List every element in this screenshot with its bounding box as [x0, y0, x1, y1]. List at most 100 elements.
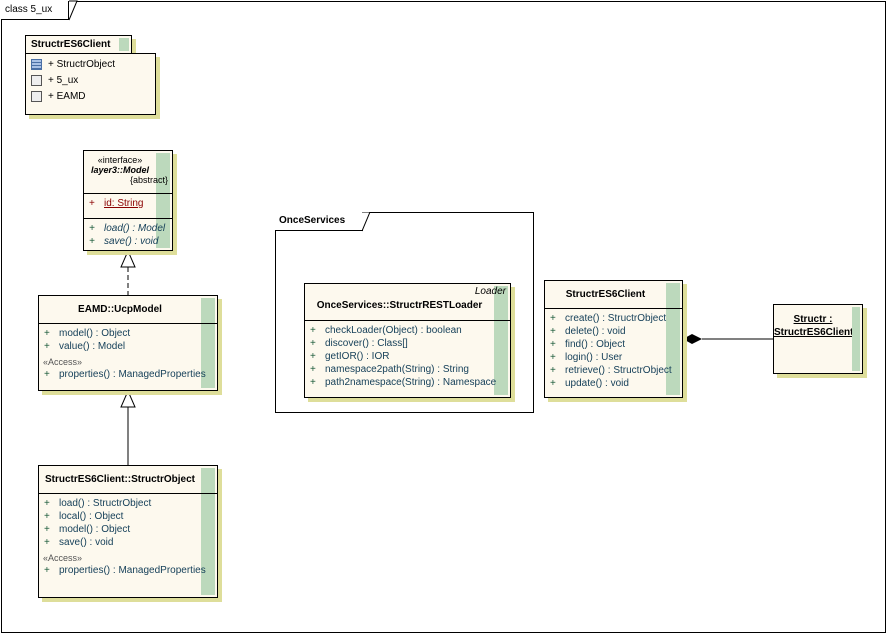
visibility-marker: +: [44, 524, 50, 535]
realization-connector[interactable]: [120, 249, 136, 296]
visibility-marker: +: [550, 378, 556, 389]
member-row[interactable]: + path2namespace(String) : Namespace: [305, 376, 510, 389]
visibility-marker: +: [89, 236, 95, 247]
member-text: local() : Object: [59, 511, 124, 522]
package-tab-corner: [362, 212, 371, 232]
package-item[interactable]: + 5_ux: [26, 74, 155, 90]
package-title: OnceServices: [275, 212, 363, 231]
member-row[interactable]: + id: String: [84, 197, 172, 210]
member-text: delete() : void: [565, 326, 626, 337]
package-widget-tab[interactable]: StructrES6Client: [25, 35, 132, 54]
member-text: properties() : ManagedProperties: [59, 565, 206, 576]
visibility-marker: +: [44, 369, 50, 380]
visibility-marker: +: [550, 352, 556, 363]
composition-connector[interactable]: [683, 334, 774, 344]
diagram-tab-corner: [68, 0, 78, 21]
class-name: EAMD::UcpModel: [39, 296, 217, 324]
member-text: update() : void: [565, 378, 629, 389]
member-row[interactable]: + namespace2path(String) : String: [305, 363, 510, 376]
class-name: StructrES6Client::StructrObject: [39, 466, 217, 494]
member-text: checkLoader(Object) : boolean: [325, 325, 462, 336]
member-row[interactable]: + create() : StructrObject: [545, 312, 682, 325]
stereotype-label: Loader: [474, 286, 506, 297]
member-row[interactable]: + discover() : Class[]: [305, 337, 510, 350]
member-text: properties() : ManagedProperties: [59, 369, 206, 380]
stereotype-label: «interface»: [97, 155, 143, 165]
visibility-marker: +: [89, 223, 95, 234]
package-item[interactable]: + EAMD: [26, 90, 155, 106]
package-icon: [31, 90, 42, 102]
member-text: path2namespace(String) : Namespace: [325, 377, 497, 388]
member-row[interactable]: + local() : Object: [39, 510, 217, 523]
member-row[interactable]: + find() : Object: [545, 338, 682, 351]
class-structr-es6-client[interactable]: StructrES6Client + create() : StructrObje…: [544, 280, 683, 398]
member-text: save() : void: [59, 537, 114, 548]
member-row[interactable]: + checkLoader(Object) : boolean: [305, 324, 510, 337]
member-text: retrieve() : StructrObject: [565, 365, 672, 376]
visibility-marker: +: [310, 377, 316, 388]
diagram-title: class 5_ux: [1, 1, 69, 20]
visibility-marker: +: [89, 198, 95, 209]
class-structr-rest-loader[interactable]: Loader OnceServices::StructrRESTLoader +…: [304, 283, 511, 398]
member-row[interactable]: + save() : void: [39, 536, 217, 549]
member-row[interactable]: + delete() : void: [545, 325, 682, 338]
member-text: id: String: [104, 198, 144, 209]
member-text: namespace2path(String) : String: [325, 364, 469, 375]
visibility-marker: +: [550, 313, 556, 324]
instance-classifier: StructrES6Client: [774, 327, 854, 338]
access-stereotype: «Access»: [43, 357, 83, 367]
member-text: model() : Object: [59, 524, 131, 535]
package-item-label: + 5_ux: [48, 75, 79, 86]
member-row[interactable]: + login() : User: [545, 351, 682, 364]
visibility-marker: +: [44, 565, 50, 576]
member-row[interactable]: + properties() : ManagedProperties: [39, 368, 217, 381]
member-row[interactable]: + retrieve() : StructrObject: [545, 364, 682, 377]
visibility-marker: +: [550, 365, 556, 376]
visibility-marker: +: [310, 364, 316, 375]
visibility-marker: +: [550, 339, 556, 350]
member-row[interactable]: +load() : Model: [84, 222, 172, 235]
access-stereotype: «Access»: [43, 553, 83, 563]
class-icon: [31, 58, 42, 70]
member-row[interactable]: + load() : StructrObject: [39, 497, 217, 510]
member-row[interactable]: + update() : void: [545, 377, 682, 390]
member-text: load() : StructrObject: [59, 498, 152, 509]
class-name: StructrES6Client: [545, 281, 682, 309]
package-item-label: + EAMD: [48, 91, 86, 102]
member-row[interactable]: + save() : void: [84, 235, 172, 248]
object-structr-instance[interactable]: Structr : StructrES6Client: [773, 304, 863, 374]
visibility-marker: +: [44, 341, 50, 352]
visibility-marker: +: [310, 338, 316, 349]
package-item-label: + StructrObject: [48, 59, 115, 70]
visibility-marker: +: [310, 325, 316, 336]
member-row[interactable]: +getIOR() : IOR: [305, 350, 510, 363]
class-structr-object[interactable]: StructrES6Client::StructrObject + load() …: [38, 465, 218, 598]
member-text: find() : Object: [565, 339, 626, 350]
package-widget-body[interactable]: + StructrObject + 5_ux + EAMD: [25, 53, 156, 115]
package-widget-title: StructrES6Client: [31, 39, 111, 50]
member-text: create() : StructrObject: [565, 313, 667, 324]
visibility-marker: +: [44, 328, 50, 339]
visibility-marker: +: [550, 326, 556, 337]
class-layer3-model[interactable]: «interface» layer3::Model {abstract} + id…: [83, 150, 173, 251]
class-ucp-model[interactable]: EAMD::UcpModel +model() : Object+value()…: [38, 295, 218, 391]
member-text: login() : User: [565, 352, 623, 363]
constraint-label: {abstract}: [129, 175, 168, 185]
member-text: discover() : Class[]: [325, 338, 408, 349]
member-row[interactable]: + model() : Object: [39, 523, 217, 536]
member-text: save() : void: [104, 236, 159, 247]
member-text: getIOR() : IOR: [325, 351, 390, 362]
visibility-marker: +: [44, 511, 50, 522]
class-name: OnceServices::StructrRESTLoader: [316, 300, 483, 311]
generalization-connector[interactable]: [120, 389, 136, 466]
member-row[interactable]: + value() : Model: [39, 340, 217, 353]
class-name: layer3::Model: [90, 165, 150, 175]
member-text: value() : Model: [59, 341, 126, 352]
member-row[interactable]: +model() : Object: [39, 327, 217, 340]
instance-name: Structr :: [793, 314, 833, 325]
visibility-marker: +: [44, 537, 50, 548]
member-row[interactable]: + properties() : ManagedProperties: [39, 564, 217, 577]
visibility-marker: +: [44, 498, 50, 509]
package-item[interactable]: + StructrObject: [26, 58, 155, 74]
